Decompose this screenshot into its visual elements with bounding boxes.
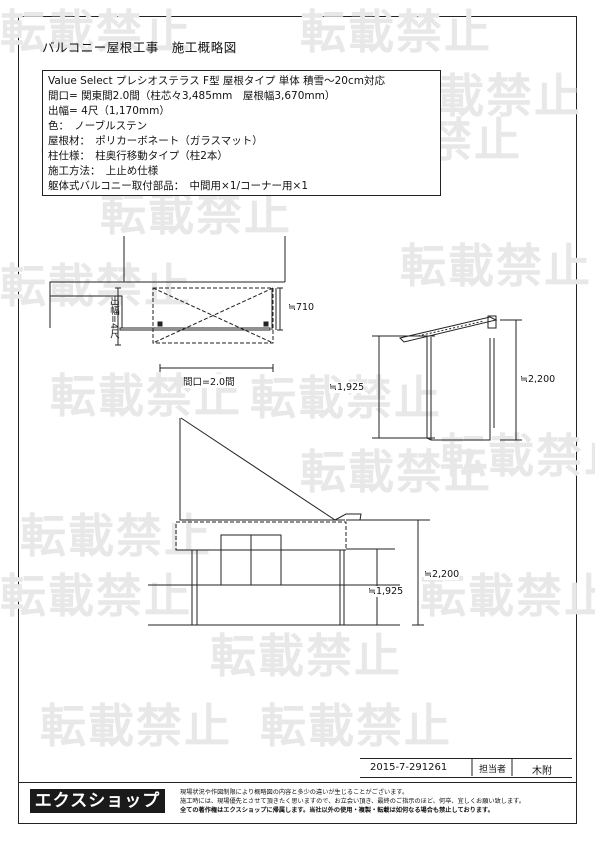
- info-bar: 2015-7-291261 担当者 木附: [360, 758, 572, 778]
- spec-box: Value Select プレシオステラス F型 屋根タイプ 単体 積雪〜20c…: [42, 70, 441, 196]
- spec-line: Value Select プレシオステラス F型 屋根タイプ 単体 積雪〜20c…: [48, 75, 385, 87]
- spec-line: 間口= 関東間2.0間（柱芯々3,485mm 屋根幅3,670mm）: [48, 90, 336, 102]
- company-logo: エクスショップ: [30, 789, 165, 813]
- side-view: [372, 315, 522, 441]
- note-line: 現場状況や作図制限により概略図の内容と多少の違いが生じることがございます。: [180, 789, 409, 796]
- plan-view: [49, 236, 286, 372]
- spec-line: 屋根材： ポリカーボネート（ガラスマット）: [48, 135, 263, 147]
- width-label: 間口=2.0間: [183, 374, 235, 388]
- elev-height-low: ≒1,925: [368, 586, 404, 597]
- person-name: 木附: [532, 766, 552, 777]
- spec-line: 躯体式バルコニー取付部品： 中間用×1/コーナー用×1: [48, 180, 309, 192]
- elev-height-high: ≒2,200: [424, 569, 460, 580]
- person-label: 担当者: [479, 765, 507, 775]
- depth-label: 出幅=4尺: [108, 296, 119, 339]
- note-line: 施工時には、現場優先とさせて頂きたく思いますので、お立会い頂き、最終のご指示のほ…: [180, 798, 525, 805]
- page-title: バルコニー屋根工事 施工概略図: [42, 40, 237, 55]
- elevation-view: [148, 417, 430, 626]
- spec-line: 施工方法： 上止め仕様: [48, 165, 159, 177]
- spec-line: 出幅= 4尺（1,170mm）: [48, 105, 170, 117]
- footer-divider: [18, 782, 577, 783]
- offset-label: ≒710: [288, 302, 315, 313]
- drawing-frame: [18, 16, 577, 824]
- side-height-high: ≒2,200: [520, 374, 556, 385]
- spec-line: 柱仕様： 柱奥行移動タイプ（柱2本）: [48, 150, 228, 162]
- footer-notes: 現場状況や作図制限により概略図の内容と多少の違いが生じることがございます。 施工…: [180, 788, 570, 815]
- spec-line: 色： ノーブルステン: [48, 120, 148, 132]
- side-height-low: ≒1,925: [329, 382, 365, 393]
- note-line: 全ての著作権はエクスショップに帰属します。当社以外の使用・複製・転載は如何なる場…: [180, 807, 494, 814]
- doc-number: 2015-7-291261: [370, 762, 448, 773]
